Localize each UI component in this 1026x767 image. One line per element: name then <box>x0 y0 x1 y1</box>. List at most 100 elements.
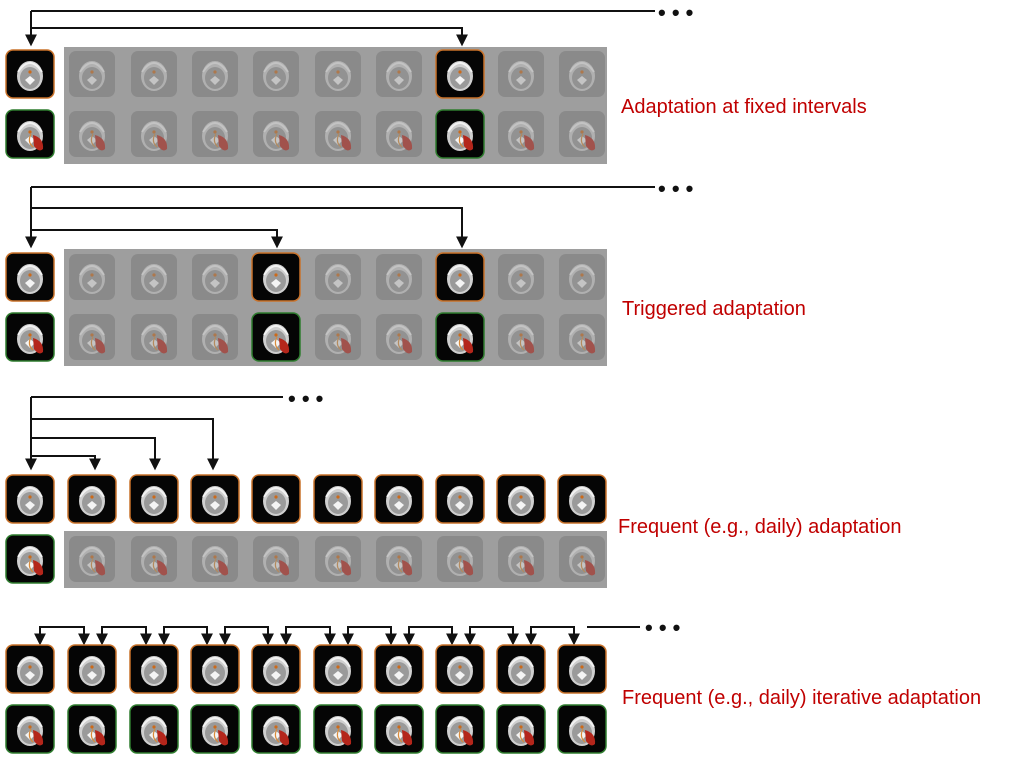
panel-triggered <box>5 186 655 366</box>
ct-slice-tile-inactive <box>192 314 238 360</box>
connector-arrow <box>31 207 468 249</box>
ct-slice-tile <box>5 49 55 99</box>
ct-slice-tile <box>374 644 424 694</box>
panel-frequent-daily <box>5 396 607 588</box>
ct-slice-tile <box>496 474 546 524</box>
ct-slice-tile-inactive <box>559 314 605 360</box>
ct-slice-tile-inactive <box>131 536 177 582</box>
ct-slice-tile <box>435 252 485 302</box>
ct-slice-tile-inactive <box>559 111 605 157</box>
ct-slice-tile <box>435 474 485 524</box>
ct-slice-tile-inactive <box>559 254 605 300</box>
ct-slice-tile-inactive <box>315 314 361 360</box>
ct-slice-tile <box>557 644 607 694</box>
ct-slice-tile-inactive <box>69 314 115 360</box>
ct-slice-tile-inactive <box>315 536 361 582</box>
ct-slice-tile-inactive <box>376 254 422 300</box>
ct-slice-tile <box>251 312 301 362</box>
connector-arrow <box>31 27 468 47</box>
ct-slice-tile-inactive <box>559 536 605 582</box>
ct-slice-tile-inactive <box>192 51 238 97</box>
ct-slice-tile-inactive <box>131 254 177 300</box>
ct-slice-tile <box>313 704 363 754</box>
ct-slice-tile-inactive <box>192 536 238 582</box>
label-triggered: Triggered adaptation <box>622 298 806 320</box>
connector-arrow <box>403 626 458 646</box>
panel-frequent-iterative <box>5 626 640 754</box>
connector-arrow <box>464 626 519 646</box>
connector-arrow <box>31 229 283 249</box>
ct-slice-tile-inactive <box>498 254 544 300</box>
ct-slice-tile-inactive <box>253 111 299 157</box>
iterative-connectors <box>34 626 580 646</box>
tile-group <box>5 252 605 362</box>
ct-slice-tile <box>5 474 55 524</box>
ct-slice-tile-inactive <box>131 51 177 97</box>
ct-slice-tile <box>5 534 55 584</box>
ct-slice-tile-inactive <box>437 536 483 582</box>
ct-slice-tile-inactive <box>69 51 115 97</box>
ct-slice-tile <box>251 704 301 754</box>
connector-arrow <box>34 626 90 646</box>
panel-fixed-intervals <box>5 10 655 164</box>
ct-slice-tile-inactive <box>131 111 177 157</box>
ct-slice-tile-inactive <box>69 254 115 300</box>
ellipsis: • • • <box>658 0 693 25</box>
ct-slice-tile <box>251 252 301 302</box>
ct-slice-tile-inactive <box>498 51 544 97</box>
ct-slice-tile-inactive <box>69 111 115 157</box>
ct-slice-tile <box>251 474 301 524</box>
connector-arrow <box>280 626 336 646</box>
ct-slice-tile-inactive <box>315 254 361 300</box>
tile-group <box>5 474 607 584</box>
ct-slice-tile <box>435 109 485 159</box>
ct-slice-tile <box>435 312 485 362</box>
ellipsis: • • • <box>288 386 323 411</box>
ct-slice-tile <box>496 704 546 754</box>
ct-slice-tile <box>129 704 179 754</box>
ct-slice-tile <box>5 252 55 302</box>
ct-slice-tile-inactive <box>498 536 544 582</box>
ct-slice-tile <box>190 474 240 524</box>
tile-group <box>5 644 607 754</box>
ct-slice-tile <box>67 474 117 524</box>
ellipsis: • • • <box>658 176 693 201</box>
ct-slice-tile-inactive <box>498 314 544 360</box>
ct-slice-tile-inactive <box>376 314 422 360</box>
connector-arrow <box>158 626 213 646</box>
ct-slice-tile-inactive <box>376 111 422 157</box>
connector-arrow <box>96 626 152 646</box>
ct-slice-tile <box>67 644 117 694</box>
label-frequent-daily: Frequent (e.g., daily) adaptation <box>618 516 902 538</box>
ct-slice-tile <box>557 704 607 754</box>
connector-arrow <box>525 626 580 646</box>
connector-arrow <box>31 455 101 471</box>
ct-slice-tile <box>557 474 607 524</box>
ct-slice-tile <box>435 704 485 754</box>
connector-arrow <box>31 437 161 471</box>
ct-slice-tile <box>496 644 546 694</box>
connector-arrow <box>342 626 397 646</box>
ct-slice-tile-inactive <box>192 254 238 300</box>
ct-slice-tile <box>374 704 424 754</box>
ct-slice-tile <box>435 644 485 694</box>
ct-slice-tile-inactive <box>192 111 238 157</box>
ct-slice-tile-inactive <box>315 51 361 97</box>
ct-slice-tile <box>5 704 55 754</box>
ct-slice-tile-inactive <box>559 51 605 97</box>
ct-slice-tile-inactive <box>253 51 299 97</box>
ct-slice-tile <box>251 644 301 694</box>
label-frequent-iterative: Frequent (e.g., daily) iterative adaptat… <box>622 687 982 709</box>
ct-slice-tile-inactive <box>253 536 299 582</box>
connector-arrow <box>31 418 219 471</box>
ct-slice-tile <box>374 474 424 524</box>
label-fixed-intervals: Adaptation at fixed intervals <box>621 96 867 118</box>
ct-slice-tile <box>435 49 485 99</box>
ct-slice-tile <box>5 644 55 694</box>
ct-slice-tile-inactive <box>376 536 422 582</box>
tile-group <box>5 49 605 159</box>
ellipsis: • • • <box>645 615 680 640</box>
connector-arrow <box>219 626 274 646</box>
ct-slice-tile <box>190 644 240 694</box>
